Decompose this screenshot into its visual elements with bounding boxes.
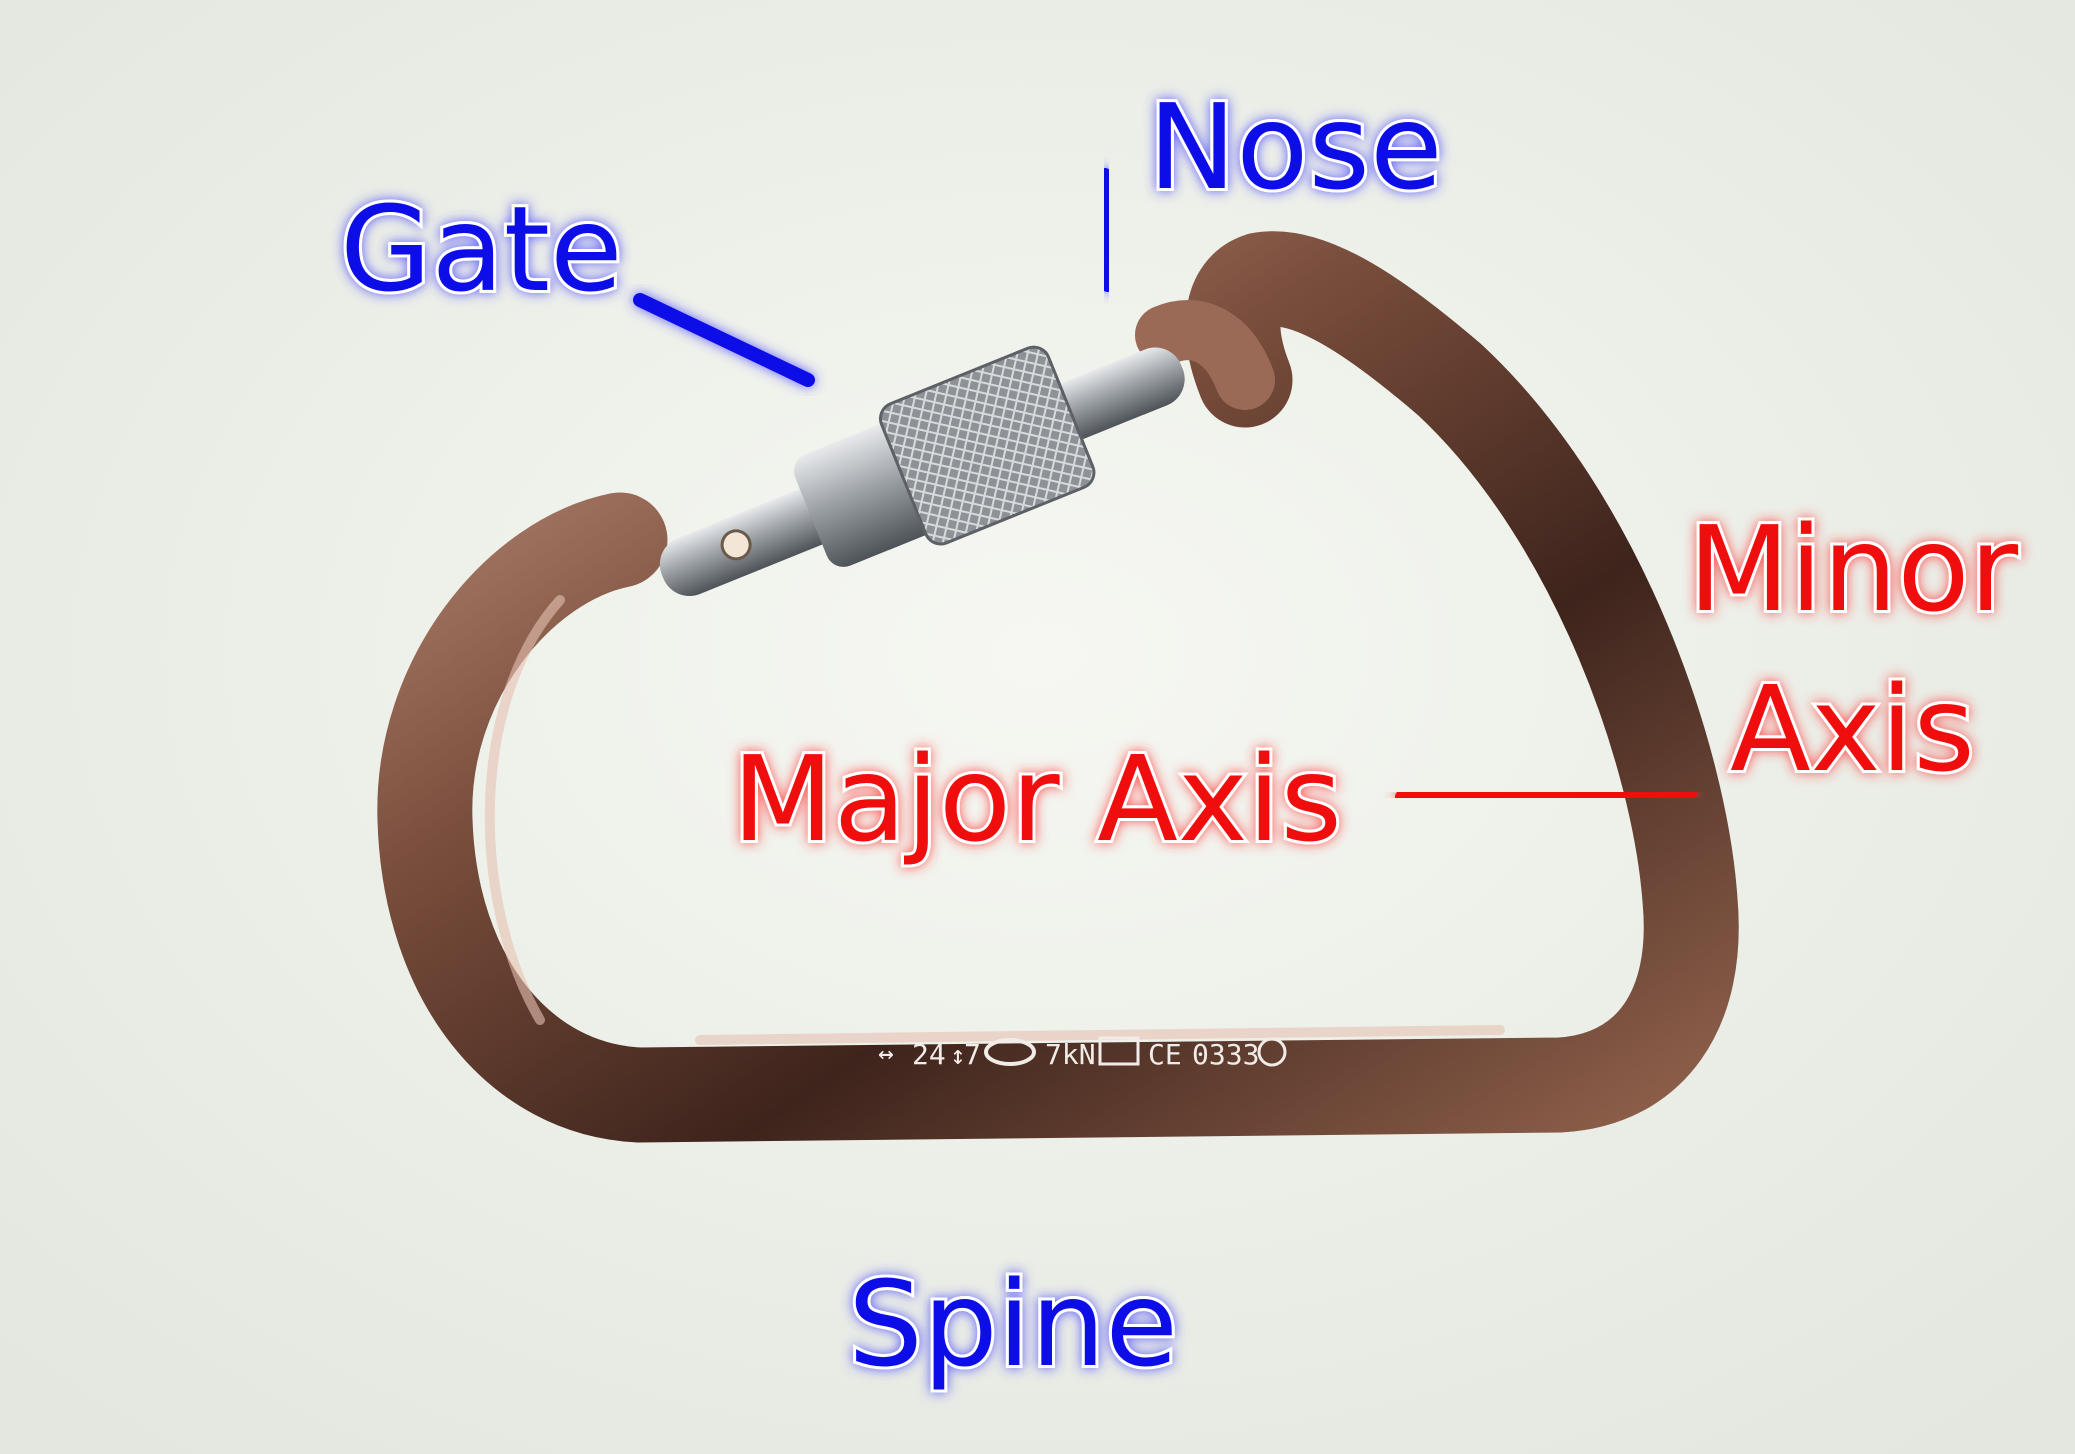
screw-gate (659, 345, 1185, 597)
stamp-gate-open-strength: 7kN (1045, 1038, 1096, 1071)
stamp-arrow-major: ↔ (878, 1039, 894, 1069)
leader-lines (405, 168, 1839, 1222)
gate-pin (720, 529, 752, 561)
stamp-cert-number: 0333 (1192, 1038, 1259, 1071)
label-spine: Spine (848, 1255, 1178, 1393)
spine-stamp: ↔ 24 ↕ 7 7kN CE 0333 (878, 1036, 1287, 1071)
stamp-uiaa-icon (1257, 1037, 1287, 1067)
label-nose: Nose (1148, 78, 1443, 216)
gate-knurled-sleeve (878, 345, 1096, 546)
label-minor-axis-line1: Minor (1688, 500, 2019, 638)
label-major-axis: Major Axis (732, 730, 1342, 868)
nose-hook (1135, 300, 1275, 410)
label-gate: Gate (340, 180, 623, 318)
major-axis-right-line (1395, 786, 1697, 804)
stamp-ce-mark: CE (1148, 1038, 1182, 1071)
labels: Gate Nose Spine Major Axis Minor Axis (337, 75, 2022, 1396)
stamp-book-icon (1098, 1036, 1140, 1066)
stamp-minor-strength: 7 (964, 1038, 981, 1071)
label-minor-axis-line2: Axis (1730, 660, 1975, 798)
stamp-major-strength: 24 (912, 1038, 946, 1071)
gate-leader-line (633, 293, 815, 387)
nose-leader-line (1098, 168, 1115, 292)
stamp-gate-open-icon (984, 1038, 1036, 1066)
carabiner-frame (377, 231, 1739, 1143)
stamp-arrow-minor: ↕ (950, 1041, 966, 1071)
